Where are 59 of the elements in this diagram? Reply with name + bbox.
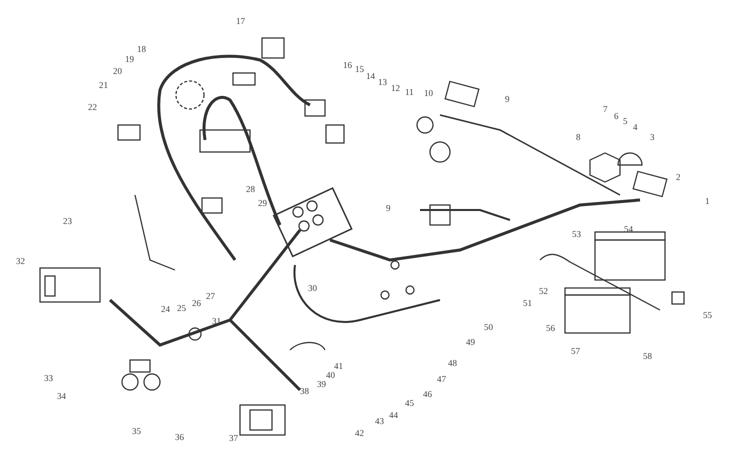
callout-number: 33 — [44, 373, 53, 383]
callout-number: 34 — [57, 391, 66, 401]
callout-number: 57 — [571, 346, 580, 356]
callout-number: 8 — [576, 132, 580, 142]
callout-number: 12 — [391, 83, 400, 93]
callout-number: 46 — [423, 389, 432, 399]
callout-number: 5 — [623, 116, 628, 126]
callout-number: 54 — [624, 224, 633, 234]
callout-number: 21 — [99, 80, 108, 90]
callout-number: 43 — [375, 416, 384, 426]
callout-number: 3 — [650, 132, 654, 142]
callout-number: 58 — [643, 351, 652, 361]
callout-number: 17 — [236, 16, 245, 26]
callout-number: 22 — [88, 102, 97, 112]
callout-number: 2 — [676, 172, 680, 182]
callout-number: 30 — [308, 283, 317, 293]
callout-number: 44 — [389, 410, 398, 420]
callout-number: 18 — [137, 44, 146, 54]
callout-number: 32 — [16, 256, 25, 266]
callout-number: 51 — [523, 298, 532, 308]
callout-number: 7 — [603, 104, 608, 114]
callout-number: 49 — [466, 337, 475, 347]
callout-number: 36 — [175, 432, 184, 442]
callout-number: 42 — [355, 428, 364, 438]
callout-number: 47 — [437, 374, 446, 384]
callout-number: 41 — [334, 361, 343, 371]
callout-number: 13 — [378, 77, 387, 87]
callout-number: 35 — [132, 426, 141, 436]
callout-number: 9 — [386, 203, 390, 213]
callout-number: 28 — [246, 184, 255, 194]
callout-number: 29 — [258, 198, 267, 208]
callout-number: 31 — [212, 316, 221, 326]
callout-number: 37 — [229, 433, 238, 443]
callout-number: 53 — [572, 229, 581, 239]
callout-number: 56 — [546, 323, 555, 333]
callout-number: 55 — [703, 310, 712, 320]
callout-number: 10 — [424, 88, 433, 98]
callout-number: 1 — [705, 196, 710, 206]
callout-number: 48 — [448, 358, 457, 368]
callout-number: 19 — [125, 54, 134, 64]
callout-number: 16 — [343, 60, 352, 70]
callout-number: 39 — [317, 379, 326, 389]
callout-number: 20 — [113, 66, 122, 76]
callout-number: 38 — [300, 386, 309, 396]
callout-number: 4 — [633, 122, 638, 132]
callout-number: 52 — [539, 286, 548, 296]
callout-number: 9 — [505, 94, 510, 104]
callout-number: 25 — [177, 303, 186, 313]
callout-number: 15 — [355, 64, 364, 74]
callout-number: 11 — [405, 87, 414, 97]
callout-number: 23 — [63, 216, 72, 226]
callout-number: 14 — [366, 71, 375, 81]
callout-number: 6 — [614, 111, 618, 121]
callout-number: 45 — [405, 398, 414, 408]
callout-number: 26 — [192, 298, 201, 308]
callout-number: 27 — [206, 291, 215, 301]
callout-number: 50 — [484, 322, 493, 332]
callout-number: 40 — [326, 370, 335, 380]
callout-number: 24 — [161, 304, 170, 314]
